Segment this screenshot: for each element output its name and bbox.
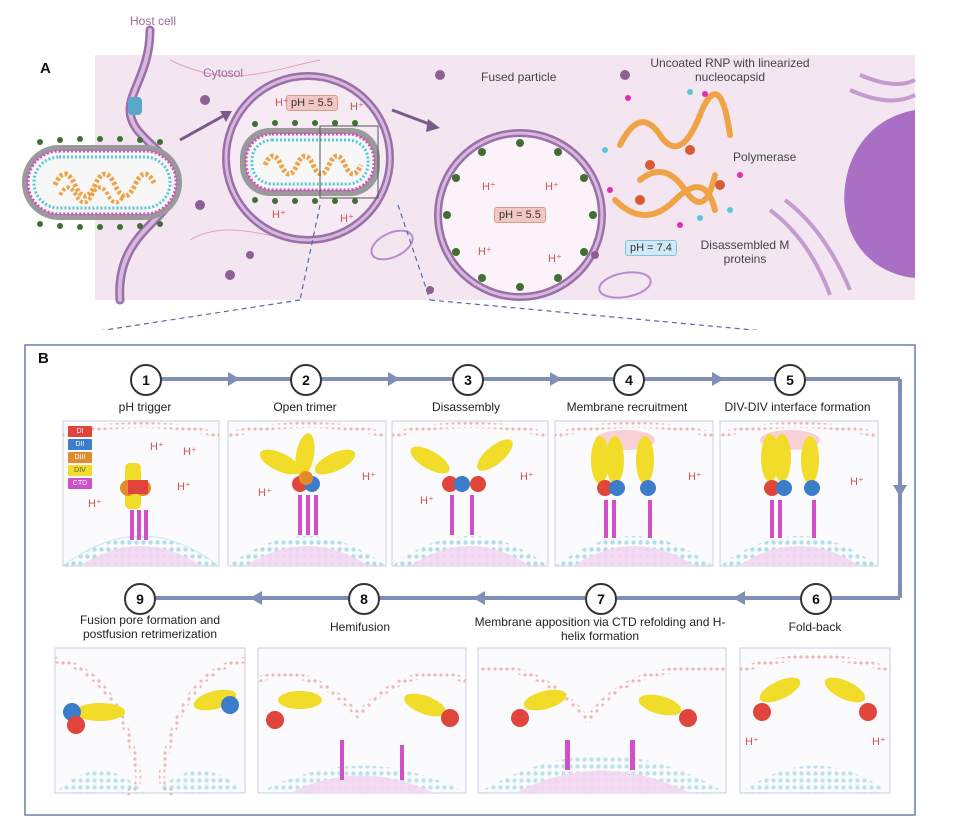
h-plus: H⁺ (88, 498, 102, 510)
legend-div: DIV (68, 465, 92, 476)
h-plus: H⁺ (545, 181, 559, 193)
polymerase-label: Polymerase (733, 150, 797, 164)
h-plus: H⁺ (872, 736, 886, 748)
legend-dii: DII (68, 439, 92, 450)
ph-cytosol-badge: pH = 7.4 (625, 240, 677, 256)
h-plus: H⁺ (478, 246, 492, 258)
step-6-number: 6 (800, 583, 832, 615)
ph-endosome-badge: pH = 5.5 (286, 95, 338, 111)
step-9-label: Fusion pore formation and postfusion ret… (79, 613, 221, 641)
h-plus: H⁺ (548, 253, 562, 265)
step-1-label: pH trigger (118, 400, 172, 414)
h-plus: H⁺ (150, 441, 164, 453)
h-plus: H⁺ (745, 736, 759, 748)
h-plus: H⁺ (688, 471, 702, 483)
h-plus: H⁺ (850, 476, 864, 488)
fused-particle-label: Fused particle (481, 70, 557, 84)
ph-fused-badge: pH = 5.5 (494, 207, 546, 223)
legend-di: DI (68, 426, 92, 437)
m-proteins-label: Disassembled M proteins (700, 238, 790, 266)
step-6-label: Fold-back (788, 620, 842, 634)
virion-spikes (37, 136, 163, 230)
h-plus: H⁺ (183, 446, 197, 458)
step-2-label: Open trimer (273, 400, 337, 414)
h-plus: H⁺ (420, 495, 434, 507)
cytosol-label: Cytosol (203, 66, 244, 80)
h-plus: H⁺ (272, 209, 286, 221)
fused-particle-spikes (443, 139, 597, 291)
h-plus: H⁺ (340, 213, 354, 225)
h-plus: H⁺ (258, 487, 272, 499)
step-5-label: DIV-DIV interface formation (724, 400, 871, 414)
step-8-number: 8 (348, 583, 380, 615)
h-plus: H⁺ (362, 471, 376, 483)
step-7-number: 7 (585, 583, 617, 615)
step-5-number: 5 (774, 364, 806, 396)
uncoated-rnp (612, 91, 733, 218)
h-plus: H⁺ (482, 181, 496, 193)
panel-b-letter: B (38, 350, 49, 367)
h-plus: H⁺ (520, 471, 534, 483)
panel-a-letter: A (40, 60, 51, 77)
step-1-number: 1 (130, 364, 162, 396)
step-4-label: Membrane recruitment (566, 400, 688, 414)
rnp-label: Uncoated RNP with linearized nucleocapsi… (650, 56, 810, 84)
h-plus: H⁺ (350, 101, 364, 113)
step-2-number: 2 (290, 364, 322, 396)
h-plus: H⁺ (275, 97, 289, 109)
legend-ctd: CTD (68, 478, 92, 489)
step-4-number: 4 (613, 364, 645, 396)
step-8-label: Hemifusion (329, 620, 391, 634)
h-plus: H⁺ (177, 481, 191, 493)
step-3-number: 3 (452, 364, 484, 396)
step-9-number: 9 (124, 583, 156, 615)
host-cell-label: Host cell (130, 14, 177, 28)
virion-outside (22, 145, 182, 220)
step-3-label: Disassembly (431, 400, 500, 414)
legend-diii: DIII (68, 452, 92, 463)
step-7-label: Membrane apposition via CTD refolding an… (474, 615, 726, 643)
